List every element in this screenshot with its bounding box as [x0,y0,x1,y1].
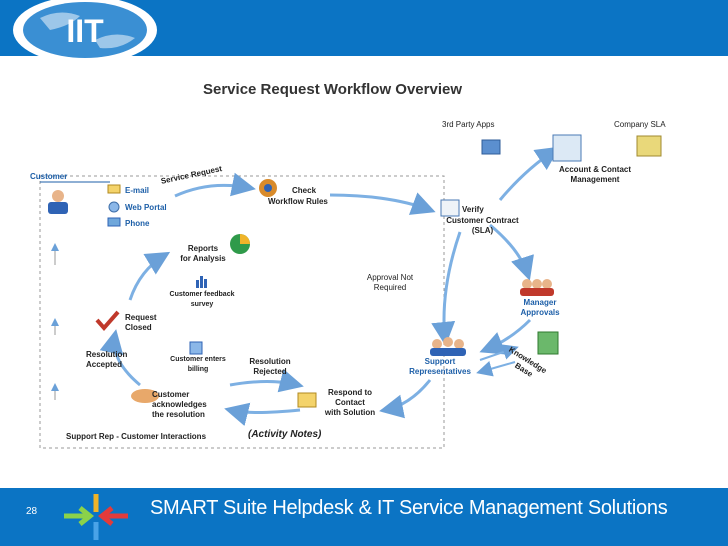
customer-acknowledges-label: Customer acknowledges the resolution [152,390,207,419]
logo-text: IIT [66,13,104,49]
activity-notes-label: (Activity Notes) [248,429,322,440]
request-closed-label: Request Closed [125,313,157,332]
reports-pie-icon [230,234,250,254]
approval-not-required-label: Approval Not Required [366,273,414,292]
resolution-rejected-label: Resolution Rejected [249,357,291,376]
gear-icon [259,179,277,197]
manager-approvals-icon [520,279,554,296]
smart-suite-logo [64,494,128,540]
web-portal-icon [108,201,120,213]
verify-icon [440,199,460,217]
support-rep-interactions-label: Support Rep - Customer Interactions [66,432,207,441]
email-icon [107,184,121,194]
billing-icon [189,341,203,355]
workflow-diagram [39,134,662,449]
knowledge-base-icon [537,331,559,355]
handshake-icon [131,389,159,403]
phone-label: Phone [125,219,150,228]
respond-label: Respond to Contact with Solution [324,388,376,417]
reports-label: Reports for Analysis [180,244,226,263]
company-sla-icon [636,135,662,157]
customer-enters-billing-label: Customer enters billing [170,356,226,373]
account-contact-label: Account & Contact Management [559,165,631,184]
diagram-title: Service Request Workflow Overview [203,81,462,98]
support-representatives-icon [430,337,466,356]
resolution-accepted-label: Resolution Accepted [86,350,128,369]
phone-icon [107,217,121,227]
email-label: E-mail [125,186,150,195]
slide-number: 28 [26,506,38,517]
customer-contract-label: Customer Contract (SLA) [446,216,519,235]
third-party-apps-icon [481,139,501,155]
support-representatives-label: Support Representatives [409,357,471,376]
workflow-rules-label: Workflow Rules [268,197,328,206]
third-party-apps-label: 3rd Party Apps [442,120,495,129]
feedback-chart-icon [196,276,207,288]
verify-label: Verify [462,205,484,214]
customer-icon [48,190,68,214]
check-label: Check [292,186,317,195]
manager-approvals-label: Manager Approvals [520,298,560,317]
footer-title: SMART Suite Helpdesk & IT Service Manage… [150,497,668,519]
web-portal-label: Web Portal [125,203,167,212]
respond-icon [297,392,317,408]
company-sla-label: Company SLA [614,120,666,129]
iit-logo: IIT [13,0,157,64]
customer-label: Customer [30,172,68,181]
checkmark-icon [95,310,120,332]
account-management-icon [552,134,582,162]
customer-feedback-label: Customer feedback survey [169,291,235,308]
